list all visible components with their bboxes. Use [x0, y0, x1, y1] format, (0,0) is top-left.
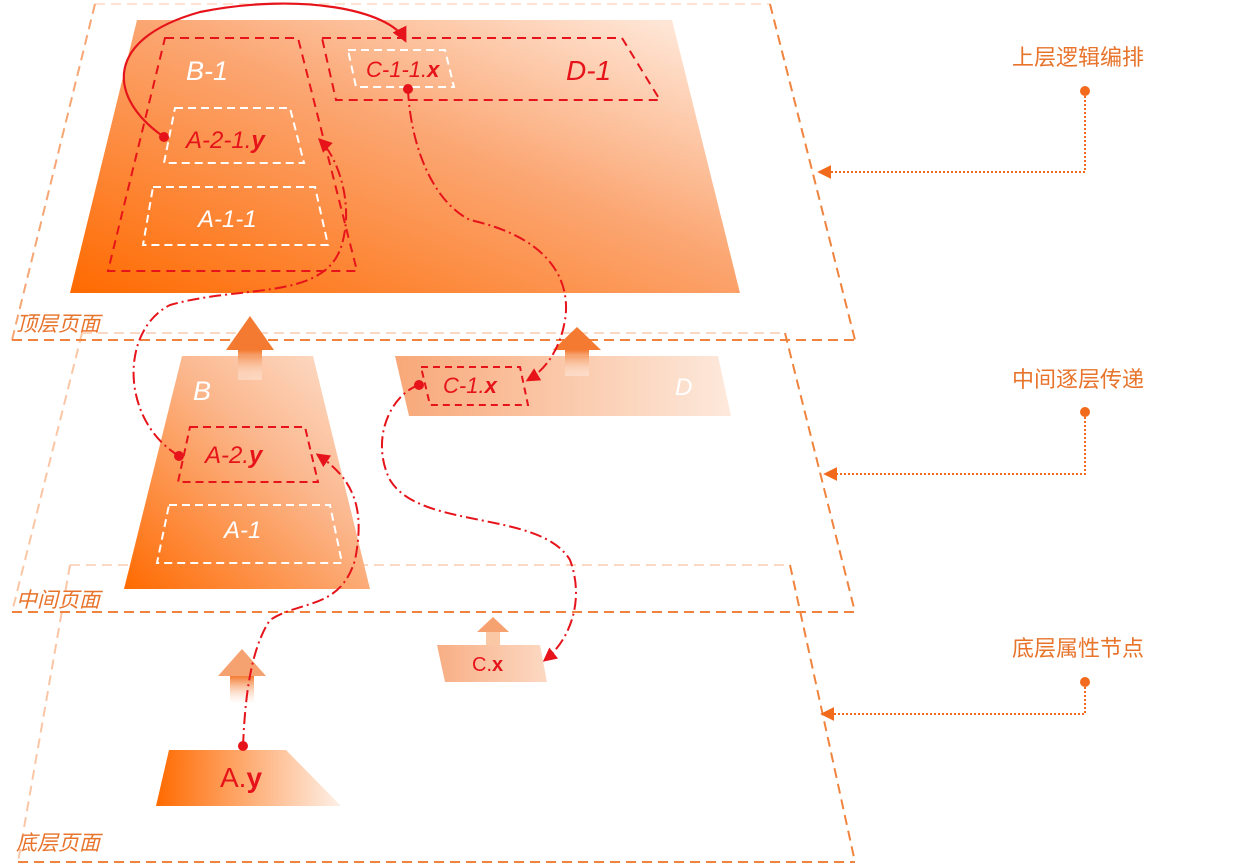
cx-page-surface [437, 645, 547, 682]
legend-middle-dot [1080, 407, 1090, 417]
link-a2y-to-a21y [132, 138, 348, 457]
node-b-label: B [193, 376, 211, 406]
top-layer-plane [11, 3, 856, 341]
a2y-box [176, 426, 320, 483]
legend-top: 上层逻辑编排 [817, 46, 1144, 179]
node-a11-label: A-1-1 [196, 206, 257, 233]
legend-top-label: 上层逻辑编排 [1012, 46, 1144, 71]
link-a21y-start-dot [159, 132, 169, 142]
node-c1x-label: C-1.x [443, 373, 498, 398]
a1-box [155, 504, 344, 564]
upward-arrow-b-to-top [226, 316, 274, 380]
node-a1-label: A-1 [222, 517, 261, 544]
node-cx-label: C.x [472, 654, 503, 676]
node-ay-label: A.y [220, 762, 262, 793]
c11x-box [346, 49, 456, 88]
b-page-surface [124, 356, 370, 589]
legend-bottom-label: 底层属性节点 [1012, 637, 1144, 662]
d1-container [320, 37, 662, 101]
node-a2y-label: A-2.y [203, 442, 264, 469]
link-ay-to-a2y [242, 453, 360, 747]
c1x-box [419, 366, 530, 406]
a11-box [141, 186, 330, 246]
top-page-surface [70, 20, 740, 293]
legend-bottom-dot [1080, 677, 1090, 687]
link-a2y-dot [174, 451, 184, 461]
a21y-box [162, 107, 306, 164]
link-ay-dot [238, 741, 248, 751]
bottom-layer-plane [17, 564, 856, 863]
link-c11x-dot [403, 84, 413, 94]
node-c11x-label: C-1-1.x [366, 57, 440, 82]
link-c1x-to-cx [381, 384, 577, 662]
node-d-label: D [675, 374, 692, 401]
layer-label-bottom: 底层页面 [16, 831, 103, 855]
legend-top-dot [1080, 86, 1090, 96]
upward-arrow-ay-to-middle [218, 649, 266, 704]
d-page-surface [395, 356, 731, 416]
node-d1-label: D-1 [566, 55, 611, 86]
legend-bottom: 底层属性节点 [820, 637, 1144, 721]
middle-layer-plane [11, 332, 856, 613]
legend-middle: 中间逐层传递 [823, 368, 1144, 481]
link-a21y-to-c11x [122, 2, 407, 138]
layer-label-middle: 中间页面 [16, 588, 103, 612]
upward-arrow-d-to-top [553, 327, 601, 376]
node-a21y-label: A-2-1.y [184, 127, 266, 154]
legend-middle-label: 中间逐层传递 [1012, 368, 1144, 393]
node-b1-label: B-1 [186, 56, 228, 86]
link-c11x-to-c1x [407, 88, 568, 382]
link-c1x-dot [414, 380, 424, 390]
upward-arrow-cx-to-middle [477, 617, 509, 645]
ay-page-surface [156, 750, 341, 806]
layer-label-top: 顶层页面 [16, 312, 103, 336]
